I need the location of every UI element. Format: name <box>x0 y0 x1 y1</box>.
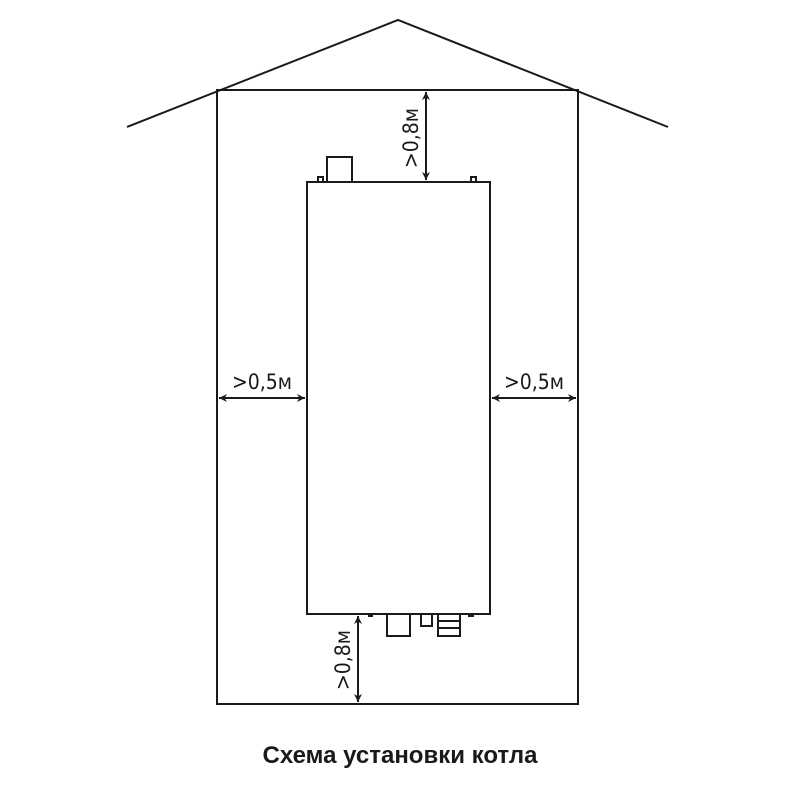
room-wall <box>216 89 579 705</box>
boiler-cable-gland <box>437 613 461 637</box>
boiler-bottom-tab <box>368 614 373 617</box>
boiler-flue-pipe <box>326 156 353 183</box>
boiler-bottom-tab <box>468 614 474 617</box>
left-clearance-label: >0,5м <box>232 370 292 394</box>
bottom-clearance-label: >0,8м <box>331 630 355 690</box>
right-clearance-label: >0,5м <box>504 370 564 394</box>
boiler-mount-nub-right <box>470 176 477 183</box>
boiler-body <box>306 181 491 615</box>
roof <box>126 18 669 128</box>
diagram-caption: Схема установки котла <box>262 742 538 769</box>
boiler-bottom-pipe <box>386 613 411 637</box>
top-clearance-label: >0,8м <box>399 108 423 168</box>
boiler-bottom-fitting <box>420 613 433 627</box>
boiler-mount-nub-left <box>317 176 324 183</box>
